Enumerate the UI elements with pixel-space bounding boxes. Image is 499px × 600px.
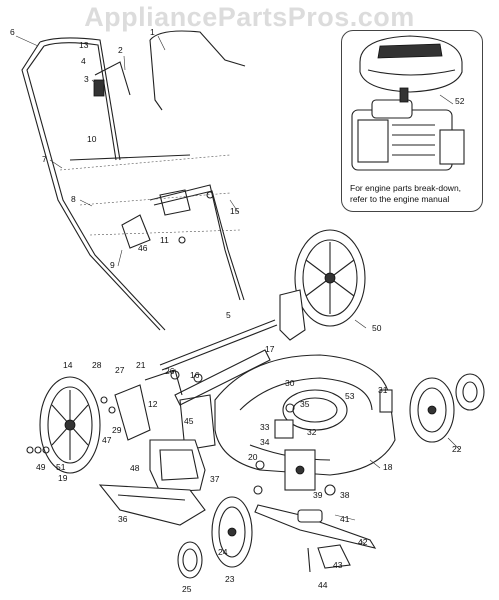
- part-label-16: 16: [190, 370, 200, 380]
- part-label-17: 17: [265, 344, 275, 354]
- part-label-14: 14: [63, 360, 73, 370]
- part-label-28: 28: [92, 360, 102, 370]
- part-label-5: 5: [226, 310, 231, 320]
- part-label-27: 27: [115, 365, 125, 375]
- wheel-icon: [211, 496, 253, 568]
- part-label-22: 22: [452, 444, 462, 454]
- part-label-48: 48: [130, 463, 140, 473]
- part-label-47: 47: [102, 435, 112, 445]
- part-label-50: 50: [372, 323, 382, 333]
- mower-deck-icon: [179, 354, 396, 491]
- part-label-38: 38: [340, 490, 350, 500]
- part-label-25: 25: [182, 584, 192, 594]
- part-label-1: 1: [150, 27, 155, 37]
- part-label-46: 46: [138, 243, 148, 253]
- leader-lines: [15, 35, 461, 545]
- part-label-31: 31: [378, 385, 388, 395]
- part-label-44: 44: [318, 580, 328, 590]
- part-label-10: 10: [87, 134, 97, 144]
- wheel-icon: [409, 377, 455, 443]
- part-label-26: 26: [165, 366, 175, 376]
- part-label-12: 12: [148, 399, 158, 409]
- part-label-11: 11: [160, 235, 169, 245]
- handle-icon: [21, 30, 246, 331]
- part-label-49: 49: [36, 462, 46, 472]
- hubcap-icon: [177, 541, 203, 579]
- part-label-4: 4: [81, 56, 86, 66]
- part-label-33: 33: [260, 422, 270, 432]
- part-label-24: 24: [218, 547, 228, 557]
- part-label-35: 35: [300, 399, 310, 409]
- part-label-21: 21: [136, 360, 146, 370]
- part-label-30: 30: [285, 378, 295, 388]
- part-label-37: 37: [210, 474, 220, 484]
- hardware-left: [26, 396, 116, 454]
- part-label-15: 15: [230, 206, 240, 216]
- watermark: AppliancePartsPros.com: [84, 2, 415, 32]
- engine-cover-icon: [359, 35, 463, 93]
- part-label-43: 43: [333, 560, 343, 570]
- part-label-53: 53: [345, 391, 355, 401]
- part-label-23: 23: [225, 574, 235, 584]
- wheel-icon: [39, 376, 101, 474]
- part-label-32: 32: [307, 427, 317, 437]
- part-label-51: 51: [56, 462, 66, 472]
- part-label-19: 19: [58, 473, 68, 483]
- part-label-6: 6: [10, 27, 15, 37]
- wheel-icon: [294, 229, 366, 327]
- part-label-2: 2: [118, 45, 123, 55]
- part-label-18: 18: [383, 462, 393, 472]
- part-label-41: 41: [340, 514, 350, 524]
- part-label-9: 9: [110, 260, 115, 270]
- part-label-7: 7: [42, 154, 47, 164]
- engine-note: For engine parts break-down, refer to th…: [350, 183, 462, 204]
- part-label-20: 20: [248, 452, 258, 462]
- blade-icon: [254, 504, 377, 573]
- part-label-45: 45: [184, 416, 194, 426]
- part-label-8: 8: [71, 194, 76, 204]
- part-label-3: 3: [84, 74, 89, 84]
- part-label-34: 34: [260, 437, 270, 447]
- part-label-29: 29: [112, 425, 122, 435]
- part-label-13: 13: [79, 40, 89, 50]
- engine-icon: [351, 87, 465, 171]
- part-label-39: 39: [313, 490, 323, 500]
- grass-bag-icon: [149, 439, 206, 493]
- part-label-52: 52: [455, 96, 465, 106]
- part-label-36: 36: [118, 514, 128, 524]
